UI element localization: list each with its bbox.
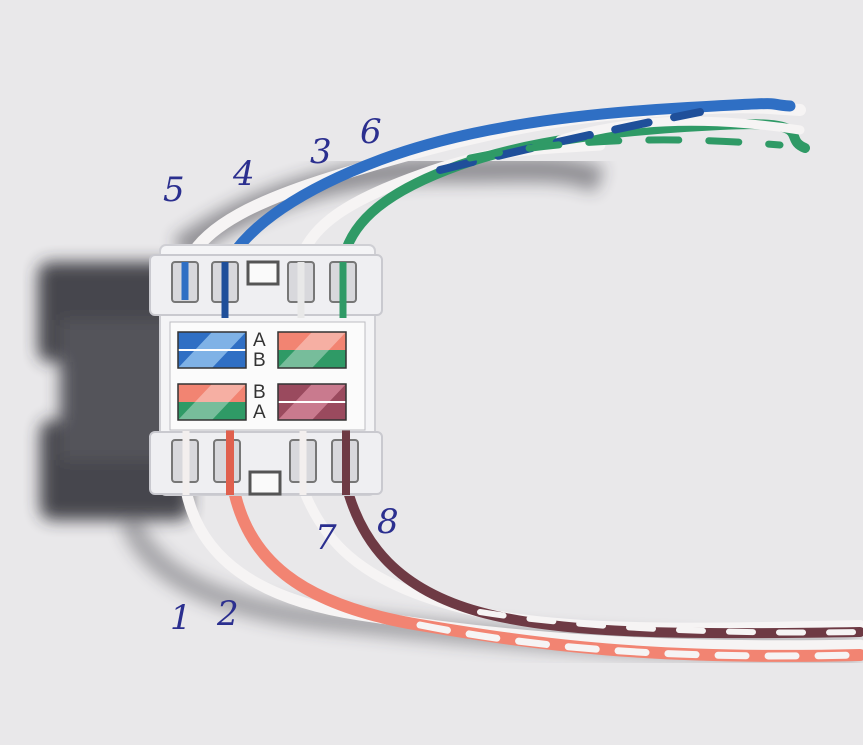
pin-number-3: 3	[310, 132, 332, 172]
bottom-cable	[180, 474, 863, 662]
pin-number-7: 7	[315, 518, 337, 558]
pin-number-8: 8	[377, 502, 399, 542]
pin-number-1: 1	[170, 598, 192, 638]
code-swatch-brown	[277, 383, 347, 421]
top-cable	[182, 98, 810, 268]
top-idc-slots	[171, 261, 357, 318]
wiring-letter-top-a: A	[253, 330, 266, 351]
pin-number-4: 4	[233, 154, 255, 194]
wiring-letter-bottom-a: A	[253, 402, 266, 423]
code-swatch-blue	[177, 331, 247, 369]
code-swatch-orange-green	[277, 331, 347, 369]
wiring-letter-bottom-b: B	[253, 382, 266, 403]
pin-number-2: 2	[217, 594, 239, 634]
pin-number-6: 6	[360, 112, 382, 152]
code-swatch-orange-green-lower	[177, 383, 247, 421]
keystone-jack	[149, 244, 383, 496]
pin-number-5: 5	[163, 170, 185, 210]
wiring-letter-top-b: B	[253, 350, 266, 371]
bottom-idc-slots	[171, 420, 359, 495]
